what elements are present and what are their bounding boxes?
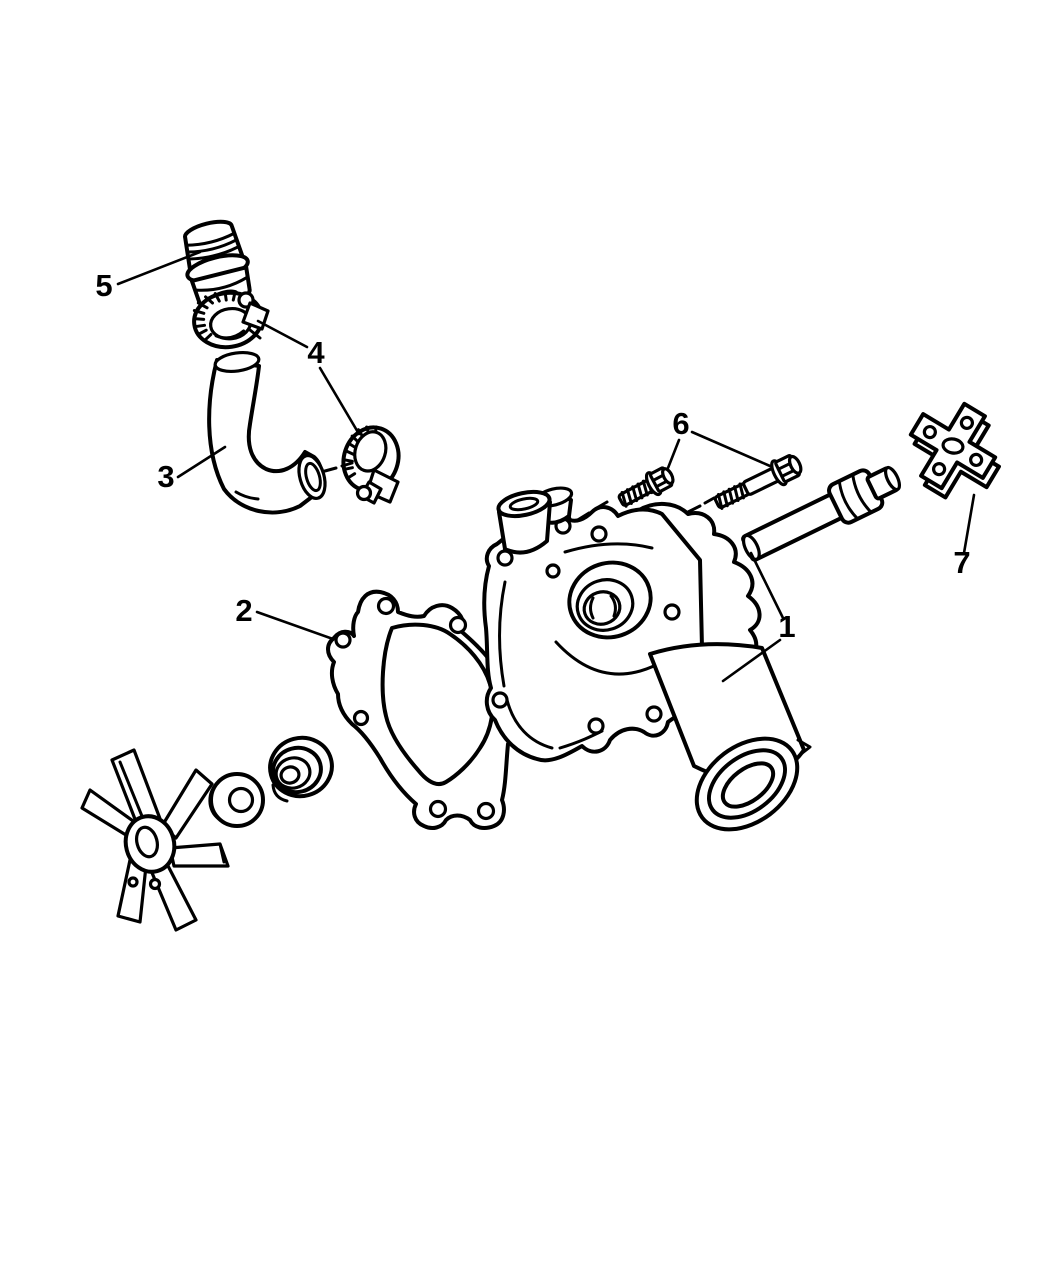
callout-leader-4a (256, 319, 309, 349)
mounting-bolt-long (713, 454, 803, 510)
clamp-band-ribs (192, 290, 237, 342)
hose-clamp-lower (341, 425, 401, 505)
callout-leader-6a (666, 438, 681, 470)
shaft-bearing (208, 772, 265, 828)
pulley-hub (268, 735, 334, 803)
callout-label-2: 2 (235, 593, 252, 628)
callout-label-7: 7 (953, 545, 970, 580)
pulley-hub-flange (908, 401, 1001, 500)
callout-leader-1a (749, 551, 785, 620)
callout-label-3: 3 (157, 459, 174, 494)
fan-blade-assembly (80, 748, 230, 932)
outlet-tube (648, 642, 812, 832)
callout-leader-3 (176, 445, 227, 479)
callout-leaders (116, 250, 976, 683)
callout-label-1: 1 (778, 609, 795, 644)
callout-leader-2 (255, 610, 335, 641)
shaft-bore-boss (567, 560, 653, 640)
top-port-front (496, 489, 552, 555)
callout-label-5: 5 (95, 268, 112, 303)
callout-leader-1b (721, 638, 782, 683)
callout-leader-5 (116, 250, 202, 286)
bypass-hose (207, 350, 327, 515)
mounting-bolt-short (617, 466, 675, 508)
callout-leader-6b (690, 430, 772, 468)
callout-leader-4b (318, 366, 361, 436)
hose-clamp-upper (192, 290, 270, 350)
callout-label-4: 4 (307, 335, 325, 370)
water-pump-body (482, 486, 812, 832)
pump-shaft (741, 465, 902, 562)
callout-label-6: 6 (672, 406, 689, 441)
callout-leader-7 (962, 493, 976, 555)
